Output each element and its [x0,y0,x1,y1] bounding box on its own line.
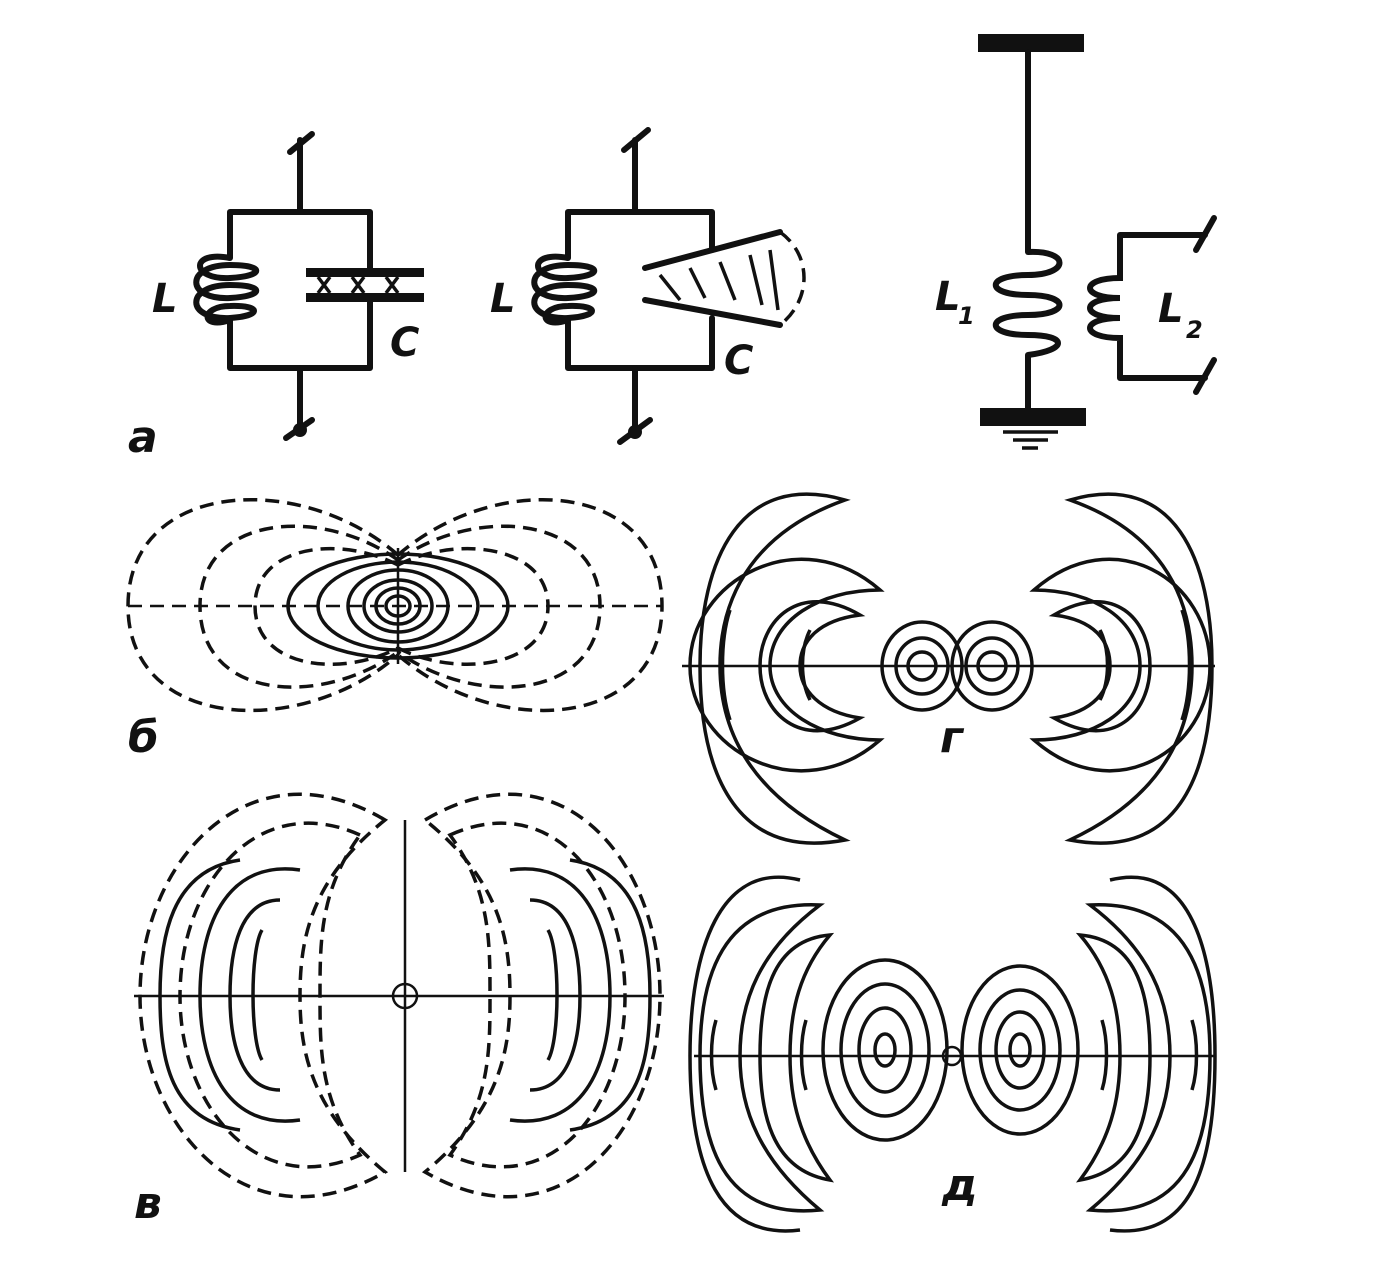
antenna-bottom-plate [980,408,1086,426]
coupling-coil-subscript: 2 [1186,316,1203,344]
panel-a-circuits: L C L C [128,34,1217,463]
panel-d-label: д [941,1160,978,1211]
panel-b-label: б [128,712,159,763]
panel-g-label: г [940,712,965,763]
bottom-terminal-dot [293,423,307,437]
capacitor-plate-bottom [306,293,424,302]
panel-d-field: д [688,875,1217,1233]
inductor-label-2: L [490,276,516,322]
capacitor-label: C [390,320,419,366]
antenna-coil [993,248,1063,358]
panel-v-label: в [134,1178,162,1229]
capacitor-label-2: C [724,338,753,384]
inductor-coil [193,253,260,326]
antenna-top-plate [978,34,1084,52]
capacitor-plate-top [306,268,424,277]
panel-a-label: а [128,412,158,463]
coupling-coil [1087,235,1123,378]
open-lc-circuit: L C [490,127,806,445]
panel-v-field: в [134,792,664,1229]
inductor-coil-2 [531,253,598,326]
coupling-coil-label: L [1158,286,1184,332]
antenna-circuit: L 1 L 2 [935,34,1217,450]
panel-b-near-field: б [126,497,664,763]
top-terminal-mark [287,131,315,155]
antenna-coil-subscript: 1 [958,302,975,330]
inductor-label: L [152,276,178,322]
panel-g-field: г [682,492,1215,845]
closed-lc-circuit: L C [152,131,424,441]
antenna-coil-label: L [935,274,961,320]
